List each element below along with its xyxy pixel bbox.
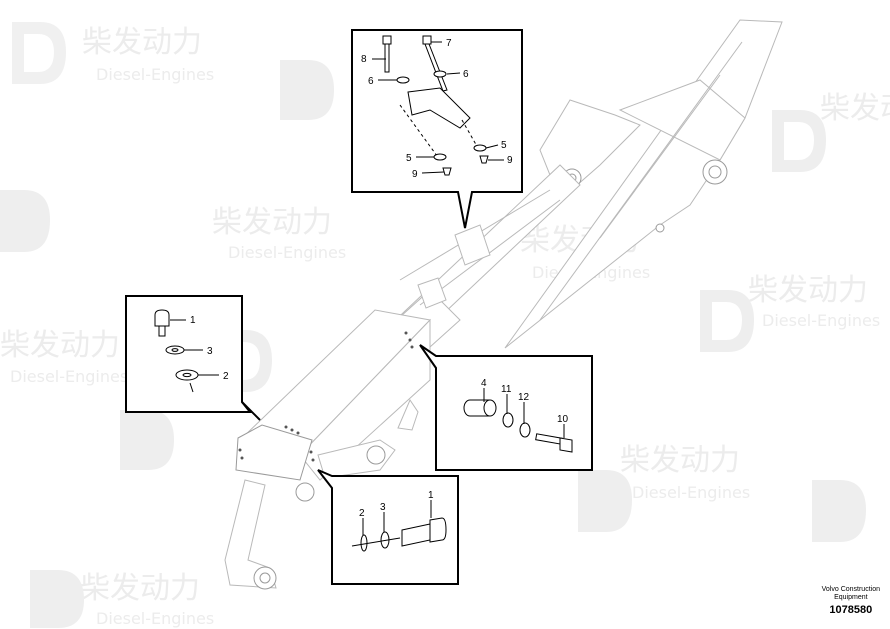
label-3: 3 (207, 346, 213, 357)
label-3: 3 (380, 502, 386, 513)
link-pin (295, 482, 315, 502)
label-6: 6 (368, 76, 374, 87)
watermark-logo-icon (30, 570, 84, 628)
rod-clamp (454, 224, 491, 266)
callout-left-pointer (241, 401, 261, 421)
link-pin (366, 445, 386, 465)
right-leaders (483, 388, 565, 438)
callout-top: 8 7 6 6 5 5 9 9 (351, 29, 523, 229)
boom-side (618, 79, 746, 161)
label-5: 5 (406, 153, 412, 164)
callout-bottom: 2 3 1 (317, 469, 459, 585)
watermark-cn: 柴发动力 (80, 571, 200, 606)
washer-5-icon (433, 153, 447, 161)
label-1: 1 (428, 490, 434, 501)
nut-9-icon (442, 167, 452, 176)
watermark-cn: 柴发动力 (748, 273, 868, 308)
axis-line (351, 537, 401, 547)
rod-clamp (417, 277, 447, 309)
brand-line2: Equipment (834, 594, 868, 601)
washer-11-icon (502, 412, 514, 428)
top-leaders (372, 41, 504, 174)
label-11: 11 (501, 384, 512, 395)
label-5: 5 (501, 140, 507, 151)
bracket-piece-icon (407, 87, 471, 129)
washer-12-icon (519, 422, 531, 438)
part-number: 1078580 (829, 604, 873, 616)
watermark-en: Diesel-Engines (228, 243, 346, 262)
label-2: 2 (359, 508, 365, 519)
watermark-en: Diesel-Engines (10, 367, 128, 386)
washer-5-icon (473, 144, 487, 152)
watermark-logo-icon (812, 480, 866, 542)
arm-box-side (299, 318, 431, 481)
callout-left: 1 3 2 (125, 295, 253, 413)
axis-line (189, 382, 194, 393)
watermark-logo-icon (120, 410, 174, 470)
bottom-leaders (362, 500, 432, 535)
watermark-en: Diesel-Engines (96, 65, 214, 84)
label-4: 4 (481, 378, 487, 389)
label-8: 8 (361, 54, 367, 65)
lower-link-pin-inner (259, 572, 271, 584)
watermark-layer: 柴发动力 Diesel-Engines 柴发动力 Diesel-Engines … (0, 22, 890, 628)
boom-edge (599, 74, 721, 239)
watermark-cn: 柴发动力 (212, 205, 332, 240)
cylinder-line (419, 199, 561, 306)
washer-6-icon (433, 70, 447, 78)
bolt-dots (238, 331, 414, 462)
washer-2-icon (360, 534, 368, 552)
boom-assembly (224, 19, 783, 590)
label-1: 1 (190, 315, 196, 326)
boom-bolt (655, 223, 665, 233)
watermark-logo-icon (12, 22, 66, 84)
brand-block: Volvo Construction Equipment 1078580 (822, 586, 880, 617)
left-leaders (170, 319, 219, 376)
callout-right: 4 11 12 10 (419, 344, 593, 471)
label-7: 7 (446, 38, 452, 49)
watermark-logo-icon (772, 110, 826, 172)
watermark-en: Diesel-Engines (632, 483, 750, 502)
bracket-block (235, 424, 313, 481)
watermark-en: Diesel-Engines (762, 311, 880, 330)
bolt-10-icon (535, 433, 573, 453)
bolt-1-icon (401, 517, 447, 547)
callout-top-frame (351, 29, 523, 229)
callout-left-frame (125, 295, 253, 413)
watermark-logo-icon (578, 470, 632, 532)
washer-6-icon (396, 76, 410, 84)
bolt-1-icon (154, 309, 170, 337)
assembly-dashline (461, 119, 479, 149)
label-9: 9 (412, 169, 418, 180)
bracket-tab (397, 398, 419, 431)
label-9: 9 (507, 155, 513, 166)
watermark-cn: 柴发动力 (820, 91, 890, 126)
boom-edge (539, 41, 743, 321)
label-10: 10 (557, 414, 569, 425)
watermark-logo-icon (700, 290, 754, 352)
watermark-cn: 柴发动力 (620, 443, 740, 478)
boom-pivot-inner (708, 165, 722, 179)
watermark-logo-icon (280, 60, 334, 120)
watermark-logo-icon (0, 190, 50, 252)
brand-line1: Volvo Construction (821, 586, 880, 593)
watermark-en: Diesel-Engines (96, 609, 214, 628)
bolt-8-icon (382, 35, 392, 73)
nut-9-icon (479, 155, 489, 164)
watermark-logo-icon (218, 330, 272, 392)
assembly-dashline (399, 104, 441, 161)
watermark-cn: 柴发动力 (82, 25, 202, 60)
spacer-4-icon (463, 399, 497, 417)
watermark-cn: 柴发动力 (0, 328, 120, 363)
label-2: 2 (223, 371, 229, 382)
label-6: 6 (463, 69, 469, 80)
label-12: 12 (518, 392, 530, 403)
callout-bottom-frame (317, 469, 459, 585)
